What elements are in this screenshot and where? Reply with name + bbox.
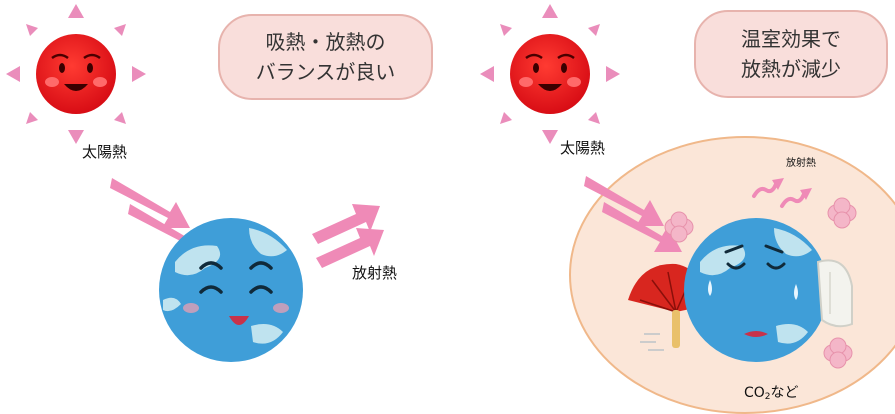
right-radiated-wavy-arrows — [752, 178, 812, 208]
left-sun-icon — [6, 4, 146, 144]
towel-icon — [816, 259, 853, 328]
right-sun-heat-label: 太陽熱 — [560, 139, 606, 157]
left-earth-icon — [159, 218, 303, 362]
co2-label-subscript: 2 — [764, 392, 771, 402]
left-radiated-heat-label: 放射熱 — [352, 264, 398, 282]
left-sun-heat-label: 太陽熱 — [82, 143, 128, 161]
co2-label-prefix: CO — [744, 385, 765, 401]
right-bubble-text: 温室効果で 放熱が減少 — [741, 27, 841, 81]
co2-label: CO2など — [744, 382, 799, 402]
right-greenhouse-bubble: 温室効果で 放熱が減少 — [694, 10, 888, 98]
left-balance-bubble: 吸熱・放熱の バランスが良い — [218, 14, 433, 100]
right-earth-icon — [684, 218, 828, 362]
right-incoming-arrows — [584, 176, 682, 252]
left-outgoing-arrows — [312, 204, 384, 268]
co2-label-suffix: など — [770, 385, 799, 401]
left-bubble-text: 吸熱・放熱の バランスが良い — [255, 30, 396, 84]
right-radiated-heat-label: 放射熱 — [786, 158, 816, 169]
right-sun-icon — [480, 4, 620, 144]
